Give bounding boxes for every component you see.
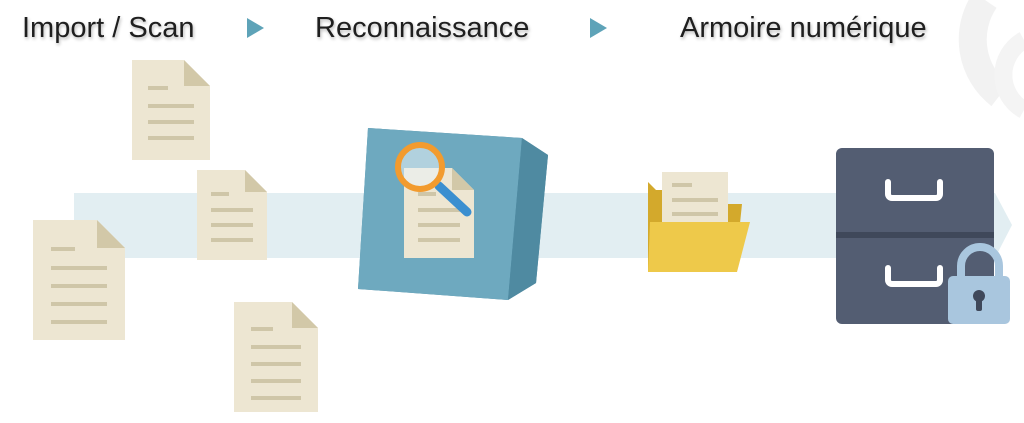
step-arrow-icon (247, 18, 264, 38)
step-reconnaissance: Reconnaissance (315, 12, 530, 44)
step-import-scan: Import / Scan (22, 12, 195, 44)
step-arrow-icon (590, 18, 607, 38)
step-armoire-numerique: Armoire numérique (680, 12, 927, 44)
